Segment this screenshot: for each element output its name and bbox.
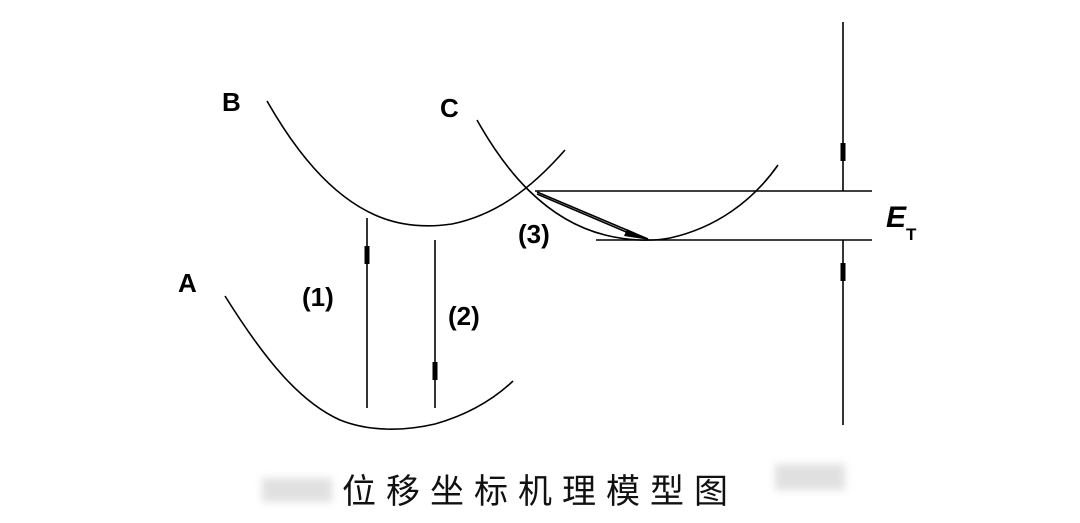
transition-3-arrowhead <box>624 229 650 240</box>
figure-caption: 位移坐标机理模型图 <box>342 472 738 512</box>
label-transition-3: (3) <box>518 219 550 249</box>
label-transition-2: (2) <box>448 301 480 331</box>
label-energy-subscript: T <box>906 225 917 244</box>
label-curve-a: A <box>178 268 197 298</box>
label-transition-1: (1) <box>302 282 334 312</box>
label-curve-c: C <box>440 93 459 123</box>
transition-2-arrowhead <box>432 362 438 380</box>
energy-axis-arrowhead-bottom <box>840 263 846 281</box>
label-energy-symbol: E <box>886 201 907 234</box>
energy-axis-arrowhead-top <box>840 143 846 161</box>
blurred-watermark-left <box>262 478 332 502</box>
blurred-watermark-right <box>775 464 845 490</box>
transition-3-arrow-bottom <box>536 193 639 238</box>
label-curve-b: B <box>222 87 241 117</box>
transition-1-arrowhead <box>364 246 370 264</box>
curve-b <box>266 100 566 227</box>
curve-a <box>224 295 514 430</box>
